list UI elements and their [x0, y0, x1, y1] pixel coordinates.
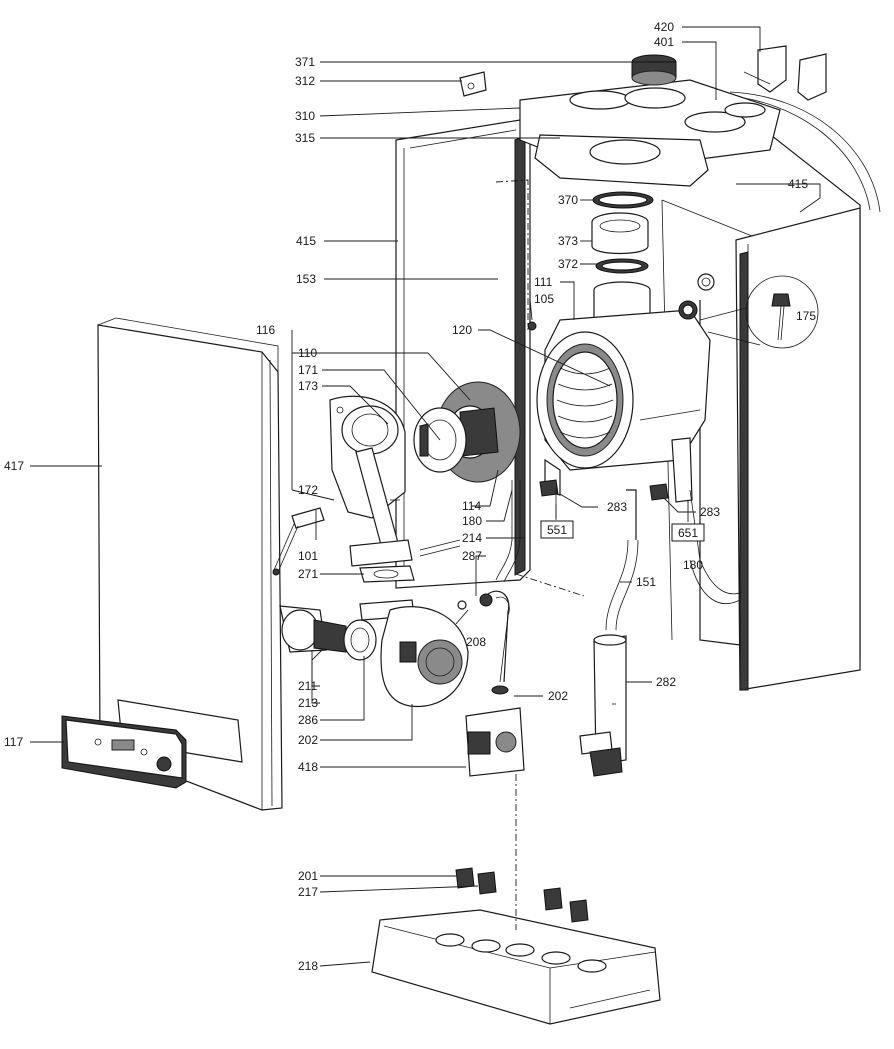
- gas-valve: [457, 590, 525, 777]
- callout-180-right: 180: [683, 558, 703, 572]
- callout-110: 110: [298, 346, 317, 360]
- callout-271: 271: [298, 567, 318, 581]
- callout-120: 120: [452, 323, 472, 337]
- burner-door: [413, 381, 521, 483]
- callout-173: 173: [298, 379, 318, 393]
- callout-310: 310: [295, 109, 315, 123]
- callout-213: 213: [298, 696, 318, 710]
- flue-sensor-detail: [699, 275, 819, 349]
- callout-417: 417: [4, 459, 24, 473]
- air-box: [329, 395, 413, 567]
- callout-217: 201: [298, 869, 318, 883]
- callout-370: 370: [558, 193, 578, 207]
- callout-153: 153: [296, 272, 316, 286]
- callout-423: 218: [298, 959, 318, 973]
- callout-114: 114: [462, 499, 481, 513]
- callout-175: 175: [796, 309, 816, 323]
- gasket: [359, 539, 461, 583]
- callout-418: 117: [4, 735, 23, 749]
- fan-assembly: [279, 599, 469, 708]
- pipe-unions: [495, 479, 701, 620]
- callout-172: 172: [298, 483, 318, 497]
- callout-415-left: 415: [296, 234, 316, 248]
- callout-651-box: [671, 523, 705, 542]
- callout-151: 151: [636, 575, 656, 589]
- condensate-trap: [579, 489, 639, 777]
- callout-282: 202: [548, 689, 568, 703]
- callout-401: 401: [654, 35, 674, 49]
- centre-lines: [495, 179, 585, 930]
- callout-117: 282: [656, 675, 676, 689]
- callout-286: 286: [298, 713, 318, 727]
- callout-283-right: 283: [700, 505, 720, 519]
- callout-211: 211: [298, 679, 317, 693]
- callout-312: 312: [295, 74, 315, 88]
- heat-exchanger: [527, 281, 711, 503]
- callout-214: 214: [462, 531, 482, 545]
- callout-283-left: 283: [607, 500, 627, 514]
- callout-420: 420: [654, 20, 674, 34]
- flue-turret: [591, 191, 654, 274]
- callout-105: 105: [534, 292, 554, 306]
- leader-lines: [30, 26, 821, 967]
- bottom-tray: [371, 867, 661, 1025]
- callout-287: 287: [462, 549, 482, 563]
- callout-218: 217: [298, 885, 318, 899]
- callout-201: 418: [298, 760, 318, 774]
- callout-315: 315: [295, 131, 315, 145]
- flue-adaptor: [459, 54, 677, 97]
- callout-371: 371: [295, 55, 315, 69]
- callout-551: 551: [547, 523, 567, 537]
- callout-202: 202: [298, 733, 318, 747]
- front-casing-panel: [61, 317, 283, 811]
- callout-372: 372: [558, 257, 578, 271]
- callout-651: 651: [678, 526, 698, 540]
- callout-101: 101: [298, 549, 318, 563]
- top-flue-plate: [519, 45, 827, 187]
- callout-116: 116: [256, 323, 275, 337]
- callout-111: 111: [534, 275, 553, 289]
- callout-labels: 420 401 371 312 310 315 370 415 373 372 …: [4, 20, 816, 973]
- callout-373: 373: [558, 234, 578, 248]
- callout-415-right: 415: [788, 177, 808, 191]
- callout-180-left: 180: [462, 514, 482, 528]
- callout-551-box: [540, 520, 574, 539]
- callout-171: 171: [298, 363, 318, 377]
- callout-208: 208: [466, 635, 486, 649]
